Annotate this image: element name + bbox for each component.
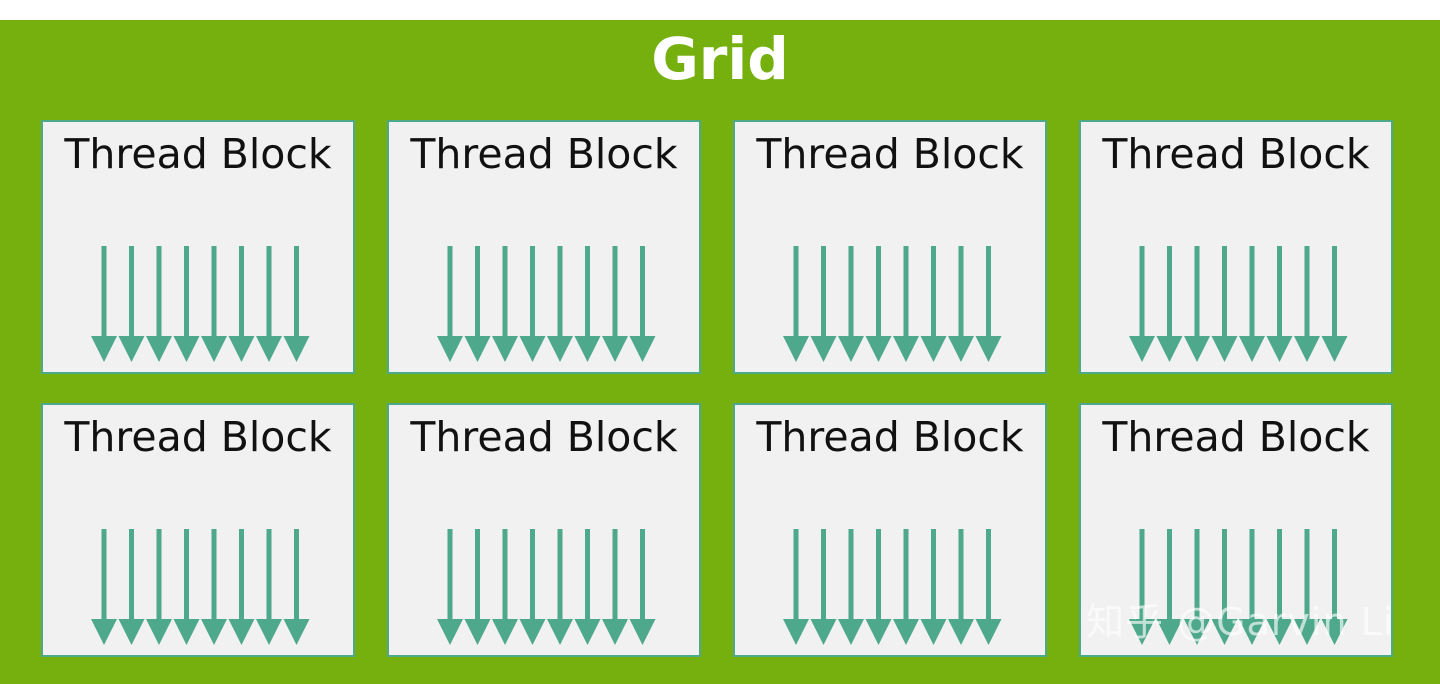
- thread-arrow: [975, 246, 1002, 362]
- thread-arrows: [437, 529, 656, 645]
- thread-arrow: [437, 529, 463, 645]
- thread-block-label: Thread Block: [64, 413, 332, 461]
- thread-arrow: [1239, 246, 1265, 362]
- thread-arrow: [1211, 246, 1238, 362]
- thread-arrow: [173, 529, 200, 645]
- watermark: 知乎 @Garvin Li: [1086, 600, 1395, 644]
- thread-arrow: [118, 246, 145, 362]
- thread-arrow: [1156, 529, 1183, 645]
- thread-arrow: [783, 246, 809, 362]
- thread-block: Thread Block: [41, 403, 355, 657]
- thread-arrow: [1294, 529, 1320, 645]
- thread-arrow: [574, 529, 601, 645]
- thread-arrow: [256, 529, 282, 645]
- thread-arrow: [201, 529, 227, 645]
- thread-block-label: Thread Block: [756, 130, 1024, 178]
- thread-arrows: [783, 246, 1002, 362]
- thread-arrow: [865, 529, 892, 645]
- thread-block-label: Thread Block: [756, 413, 1024, 461]
- thread-arrow: [629, 529, 656, 645]
- thread-arrows: [1129, 246, 1348, 362]
- thread-arrow: [547, 529, 573, 645]
- thread-arrow: [574, 246, 601, 362]
- thread-arrow: [146, 246, 172, 362]
- thread-arrow: [91, 529, 117, 645]
- thread-arrow: [547, 246, 573, 362]
- thread-block-label: Thread Block: [1102, 413, 1370, 461]
- thread-arrow: [1129, 529, 1155, 645]
- thread-block: Thread Block: [41, 120, 355, 374]
- thread-arrow: [893, 246, 919, 362]
- thread-arrow: [1294, 246, 1320, 362]
- thread-arrow: [629, 246, 656, 362]
- thread-arrow: [1184, 529, 1210, 645]
- thread-block: Thread Block: [1079, 403, 1393, 657]
- thread-arrow: [838, 246, 864, 362]
- thread-arrow: [1321, 529, 1348, 645]
- thread-arrow: [1266, 529, 1293, 645]
- thread-arrows: [91, 246, 310, 362]
- thread-arrow: [283, 246, 310, 362]
- thread-block: Thread Block: [387, 120, 701, 374]
- thread-arrow: [283, 529, 310, 645]
- thread-block-label: Thread Block: [1102, 130, 1370, 178]
- thread-arrow: [437, 246, 463, 362]
- thread-arrow: [602, 246, 628, 362]
- thread-arrow: [91, 246, 117, 362]
- thread-arrows: [91, 529, 310, 645]
- thread-arrow: [464, 246, 491, 362]
- thread-arrow: [1211, 529, 1238, 645]
- thread-block: Thread Block: [1079, 120, 1393, 374]
- thread-arrow: [1184, 246, 1210, 362]
- thread-arrow: [865, 246, 892, 362]
- thread-arrow: [975, 529, 1002, 645]
- thread-arrow: [602, 529, 628, 645]
- thread-arrow: [948, 246, 974, 362]
- thread-arrows: [437, 246, 656, 362]
- thread-arrow: [492, 529, 518, 645]
- thread-block-label: Thread Block: [410, 130, 678, 178]
- thread-arrow: [464, 529, 491, 645]
- thread-arrow: [146, 529, 172, 645]
- thread-arrow: [810, 246, 837, 362]
- thread-arrow: [1156, 246, 1183, 362]
- thread-arrow: [920, 529, 947, 645]
- thread-arrow: [228, 529, 255, 645]
- thread-block-label: Thread Block: [410, 413, 678, 461]
- thread-block: Thread Block: [387, 403, 701, 657]
- thread-arrow: [783, 529, 809, 645]
- thread-arrow: [519, 246, 546, 362]
- thread-arrow: [838, 529, 864, 645]
- thread-arrow: [920, 246, 947, 362]
- thread-arrows: [783, 529, 1002, 645]
- thread-arrow: [173, 246, 200, 362]
- thread-block: Thread Block: [733, 120, 1047, 374]
- thread-arrows: [1129, 529, 1348, 645]
- thread-arrow: [893, 529, 919, 645]
- thread-block: Thread Block: [733, 403, 1047, 657]
- thread-arrow: [519, 529, 546, 645]
- thread-arrow: [1239, 529, 1265, 645]
- grid-title: Grid: [651, 25, 789, 93]
- thread-arrow: [492, 246, 518, 362]
- thread-arrow: [118, 529, 145, 645]
- thread-arrow: [1129, 246, 1155, 362]
- thread-arrow: [1321, 246, 1348, 362]
- thread-arrow: [810, 529, 837, 645]
- thread-arrow: [228, 246, 255, 362]
- thread-arrow: [1266, 246, 1293, 362]
- thread-block-label: Thread Block: [64, 130, 332, 178]
- thread-arrow: [948, 529, 974, 645]
- thread-arrow: [201, 246, 227, 362]
- thread-arrow: [256, 246, 282, 362]
